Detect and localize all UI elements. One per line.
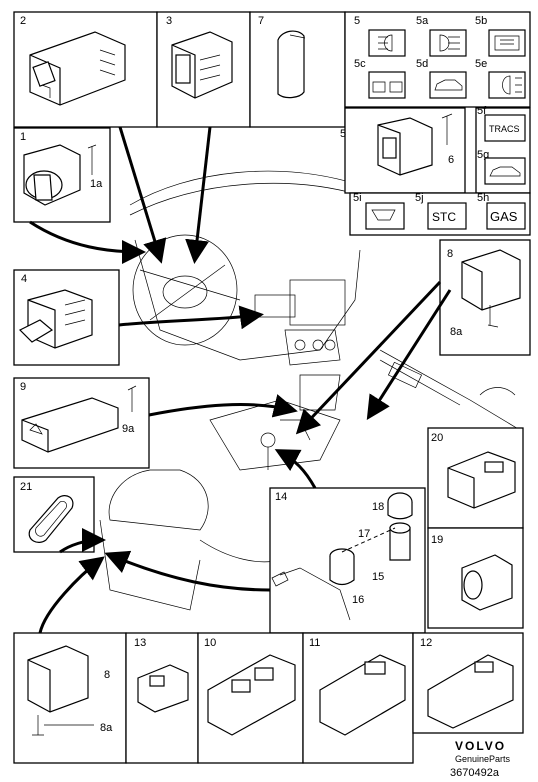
volvo-logo: VOLVO [455,739,506,753]
part-box-13: 13 [125,632,199,764]
callout-15: 15 [372,571,384,583]
callout-5a: 5a [416,15,429,27]
callout-5e: 5e [475,58,487,70]
dashboard-illustration [99,170,521,611]
part-box-2: 2 [13,11,158,128]
callout-5j: 5j [415,192,424,204]
callout-5c: 5c [354,58,366,70]
branding-block: VOLVO GenuineParts 3670492a [450,739,511,779]
genuine-parts-label: GenuineParts [455,754,511,764]
part-box-8-right: 8 8a [439,239,531,356]
callout-18: 18 [372,501,384,513]
part-box-4: 4 [13,269,120,366]
part-box-9: 9 9a [13,377,150,469]
callout-11: 11 [309,637,320,649]
leader-arrows [29,126,452,634]
part-box-8-bottom: 8 8a [13,632,127,764]
part-box-11: 11 [302,632,414,764]
part-box-21: 21 [13,476,95,553]
part-box-12: 12 [412,632,524,734]
callout-13: 13 [134,637,146,649]
callout-8-bottom: 8 [104,669,110,681]
callout-8a-bottom: 8a [100,722,113,734]
stc-label: STC [432,210,456,224]
gas-label: GAS [490,209,518,224]
callout-4: 4 [21,273,27,285]
callout-9: 9 [20,381,26,393]
callout-1: 1 [20,131,26,143]
callout-5h: 5h [477,192,489,204]
callout-14: 14 [275,491,287,503]
part-box-3: 3 [156,11,251,128]
part-box-5i-5j-5h: 5i 5j 5h STC GAS [349,192,531,236]
callout-2: 2 [20,15,26,27]
callout-17: 17 [358,528,370,540]
callout-3: 3 [166,15,172,27]
diagram-number: 3670492a [450,767,500,779]
part-box-1: 1 1a [13,127,111,223]
callout-8: 8 [447,248,453,260]
callout-21: 21 [20,481,32,493]
part-box-5: 5 5a 5b 5c 5d 5e [344,11,531,108]
part-box-5f-5g: 5f 5g TRACS [475,105,531,194]
callout-7: 7 [258,15,264,27]
part-box-5-switch: 5 6 [340,107,466,194]
part-box-19: 19 [427,527,524,629]
callout-8a: 8a [450,326,463,338]
callout-9a: 9a [122,423,135,435]
callout-16: 16 [352,594,364,606]
callout-19: 19 [431,534,443,546]
callout-6: 6 [448,154,454,166]
callout-5-top: 5 [354,15,360,27]
tracs-label: TRACS [489,124,520,134]
callout-12: 12 [420,637,432,649]
callout-5: 5 [340,128,346,140]
callout-10: 10 [204,637,216,649]
part-box-20: 20 [427,427,524,529]
callout-5b: 5b [475,15,487,27]
part-box-10: 10 [197,632,304,764]
callout-5f: 5f [477,105,487,117]
part-box-7: 7 [249,11,346,128]
callout-5d: 5d [416,58,428,70]
part-box-14: 14 18 17 15 16 [269,487,426,634]
callout-20: 20 [431,432,443,444]
callout-5i: 5i [353,192,362,204]
callout-1a: 1a [90,178,103,190]
